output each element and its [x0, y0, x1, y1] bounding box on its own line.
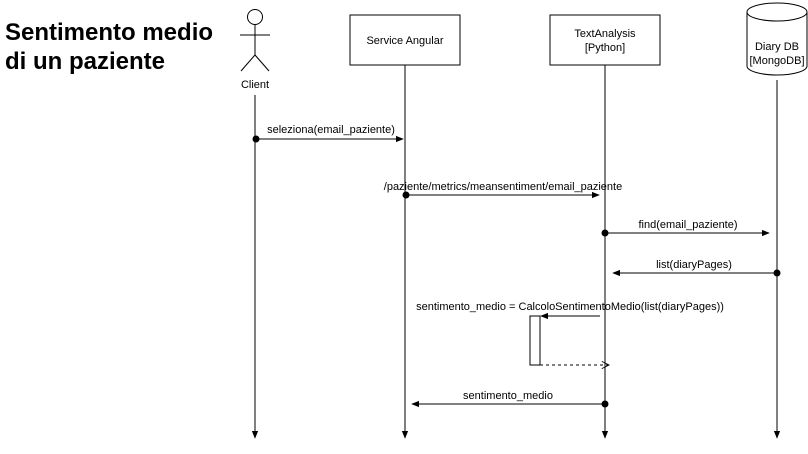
- message-list-diary-pages: list(diaryPages): [612, 259, 781, 277]
- message-seleziona: seleziona(email_paziente): [252, 124, 404, 143]
- service-angular-label: Service Angular: [366, 35, 443, 47]
- textanalysis-label-line-1: TextAnalysis: [574, 28, 636, 40]
- diagram-title: Sentimento medio di un paziente: [5, 18, 235, 76]
- diagram-title-line-2: di un paziente: [5, 48, 166, 75]
- message-sentimento-medio: sentimento_medio: [411, 390, 609, 408]
- message-seleziona-label: seleziona(email_paziente): [267, 124, 395, 136]
- textanalysis-activation-box: [529, 315, 541, 366]
- textanalysis-participant: TextAnalysis [Python]: [549, 14, 661, 66]
- message-calcolo-sentimento-label: sentimento_medio = CalcoloSentimentoMedi…: [416, 301, 724, 313]
- actor-stick-figure-icon: [240, 9, 270, 72]
- message-find: find(email_paziente): [601, 219, 770, 237]
- client-actor: Client: [240, 9, 270, 91]
- diary-db-participant: Diary DB [MongoDB]: [746, 2, 808, 76]
- diary-db-label-line-1: Diary DB: [755, 41, 799, 53]
- database-cylinder-icon: [746, 2, 808, 76]
- diary-db-label-line-2: [MongoDB]: [749, 55, 804, 67]
- service-angular-participant: Service Angular: [349, 14, 461, 66]
- diagram-title-line-1: Sentimento medio: [5, 19, 214, 46]
- message-find-label: find(email_paziente): [638, 219, 737, 231]
- message-calcolo-sentimento: sentimento_medio = CalcoloSentimentoMedi…: [416, 301, 724, 320]
- message-list-diary-pages-label: list(diaryPages): [656, 259, 732, 271]
- message-meansentiment-request: /paziente/metrics/meansentiment/email_pa…: [384, 181, 622, 199]
- message-meansentiment-label: /paziente/metrics/meansentiment/email_pa…: [384, 181, 622, 193]
- client-label: Client: [241, 79, 269, 91]
- message-sentimento-medio-label: sentimento_medio: [463, 390, 553, 402]
- textanalysis-label-line-2: [Python]: [585, 42, 625, 54]
